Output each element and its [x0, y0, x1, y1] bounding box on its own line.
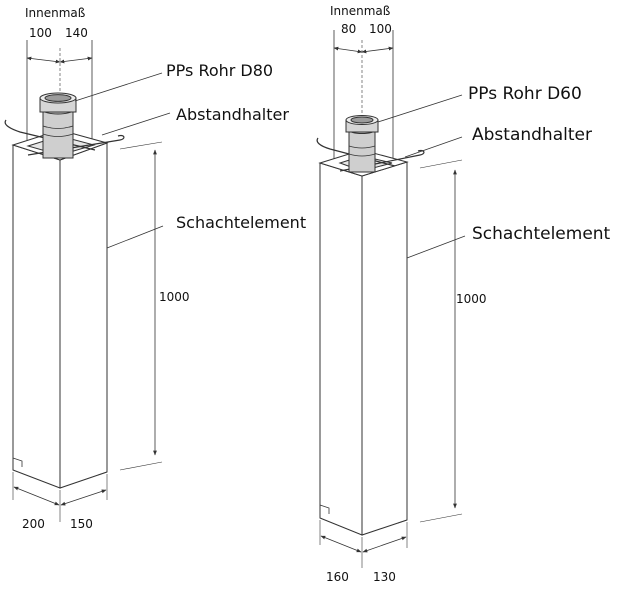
- left-shaft-label: Schachtelement: [176, 213, 307, 232]
- right-shaft-label: Schachtelement: [472, 224, 611, 244]
- right-spacer-rod-a: [316, 137, 396, 167]
- left-shaft-assembly: [4, 40, 171, 522]
- right-inner-dim-a: 80: [341, 22, 357, 36]
- left-inner-dim-a: 100: [29, 26, 52, 40]
- left-shaft-front-face: [12, 144, 61, 489]
- left-base-dim-a: 200: [22, 517, 45, 531]
- right-pipe-body: [348, 129, 376, 173]
- right-pipe-label: PPs Rohr D60: [468, 84, 582, 104]
- right-inner-caption: Innenmaß: [330, 4, 391, 18]
- right-shaft-assembly: [316, 30, 466, 568]
- left-shaft-side-face: [59, 142, 108, 489]
- left-base-dim-b: 150: [70, 517, 93, 531]
- left-spacer-rod-a: [4, 119, 96, 151]
- right-inner-dim-b: 100: [369, 22, 392, 36]
- right-base-dim-b: 130: [373, 570, 396, 584]
- right-height-label: 1000: [456, 292, 487, 306]
- right-shaft-front-face: [319, 162, 363, 536]
- left-inner-dim-b: 140: [65, 26, 88, 40]
- left-pipe-body: [42, 109, 74, 159]
- left-spacer-label: Abstandhalter: [176, 105, 289, 124]
- left-spacer-rod-b: [27, 134, 125, 156]
- left-pipe-label: PPs Rohr D80: [166, 61, 274, 80]
- right-shaft-side-face: [361, 161, 408, 536]
- left-height-label: 1000: [159, 290, 190, 304]
- right-spacer-label: Abstandhalter: [472, 125, 592, 145]
- right-base-dim-a: 160: [326, 570, 349, 584]
- right-spacer-rod-b: [339, 149, 425, 172]
- left-inner-caption: Innenmaß: [25, 6, 86, 20]
